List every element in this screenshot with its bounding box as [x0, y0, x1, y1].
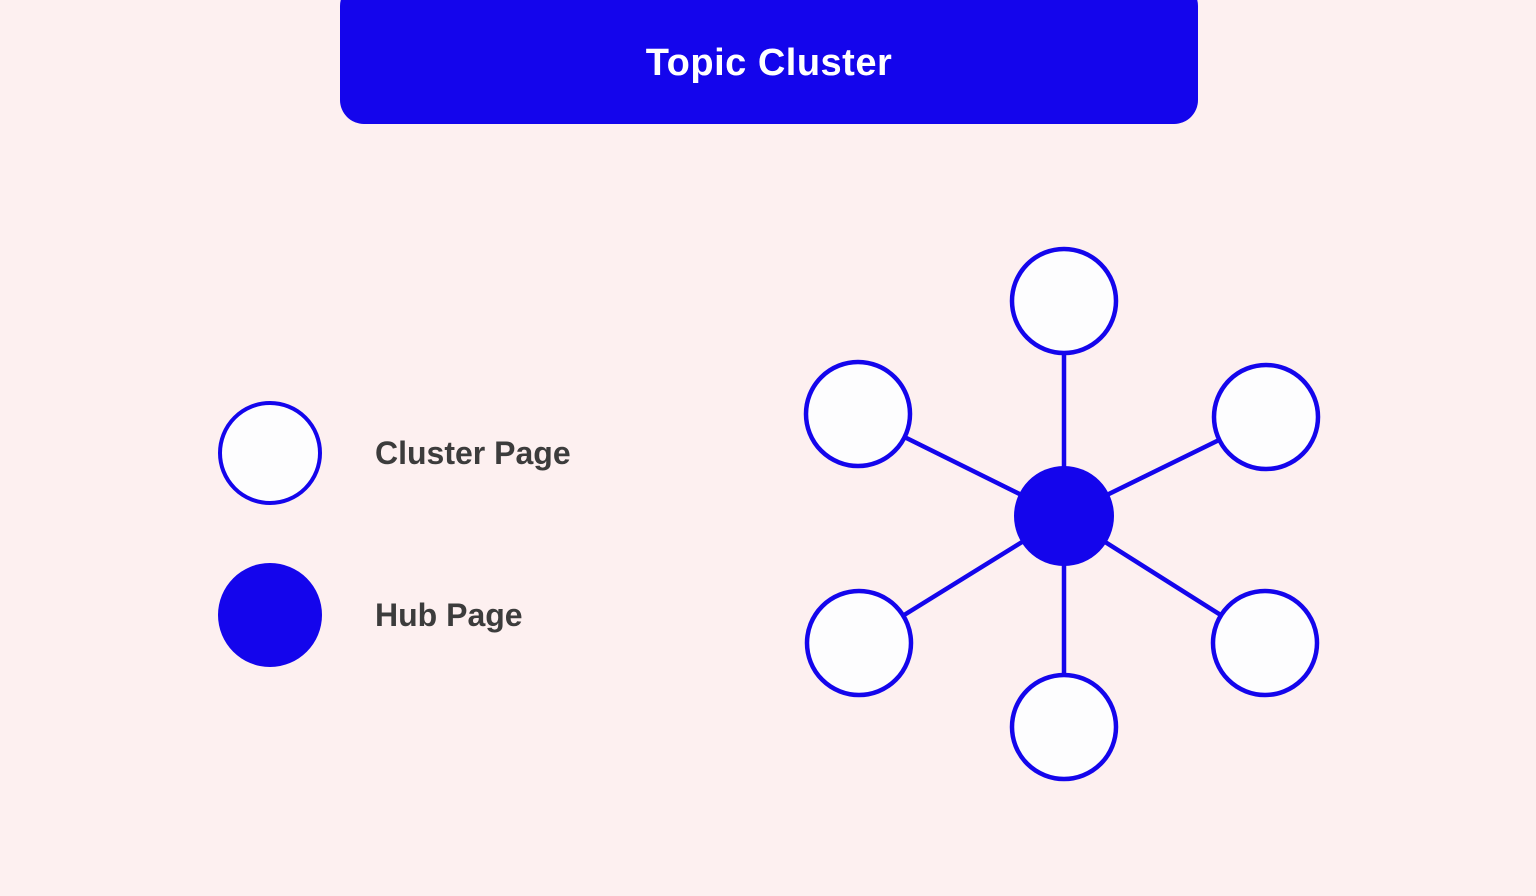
node-hub	[1014, 466, 1114, 566]
legend-item-cluster-page: Cluster Page	[218, 401, 571, 505]
node-cluster-bottom	[1009, 672, 1119, 782]
legend-label-cluster-page: Cluster Page	[375, 434, 571, 471]
legend: Cluster Page Hub Page	[218, 401, 571, 667]
page-title: Topic Cluster	[645, 41, 893, 84]
node-cluster-top	[1009, 246, 1119, 356]
node-cluster-bottom-left	[804, 588, 914, 698]
cluster-page-circle-icon	[218, 401, 322, 505]
node-cluster-bottom-right	[1210, 588, 1320, 698]
title-banner: Topic Cluster	[340, 0, 1198, 124]
node-cluster-top-right	[1211, 362, 1321, 472]
legend-label-hub-page: Hub Page	[375, 596, 523, 633]
legend-item-hub-page: Hub Page	[218, 563, 571, 667]
hub-page-circle-icon	[218, 563, 322, 667]
node-cluster-top-left	[803, 359, 913, 469]
